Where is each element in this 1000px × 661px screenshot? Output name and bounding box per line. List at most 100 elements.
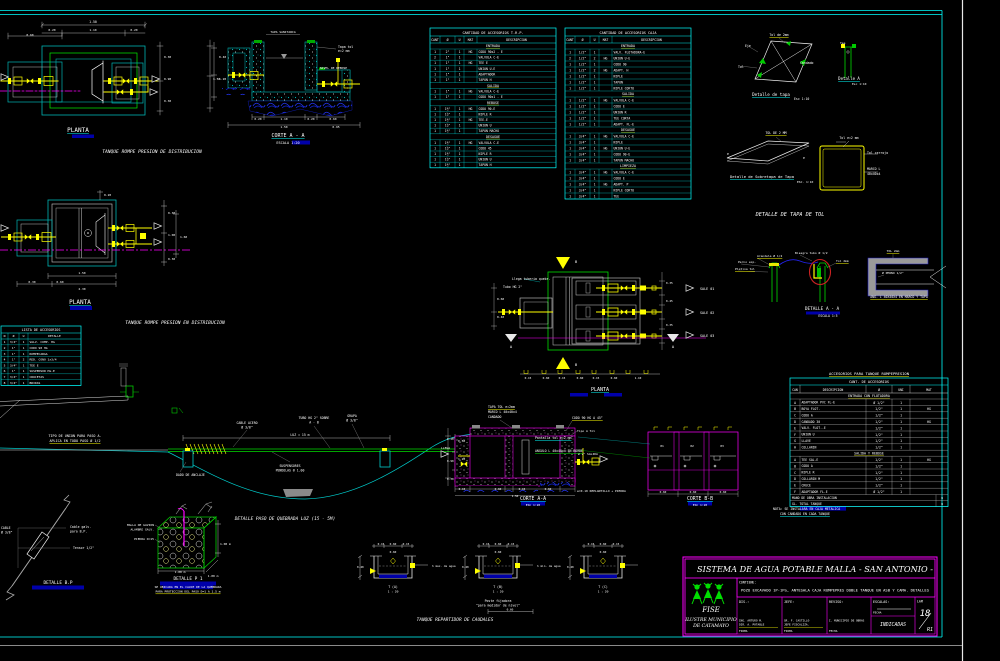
corte-tanque-rompe-presion — [211, 34, 361, 128]
table-cell: 1/2" — [579, 56, 587, 60]
pipe-fittings-left2 — [1, 232, 56, 242]
table-cell: G — [794, 439, 796, 443]
table-cell: LIMPIEZA — [620, 164, 636, 168]
table-cell: 3/4" — [579, 134, 587, 138]
drawing-label: ESC 1:20 — [526, 503, 541, 507]
table-cell: 1 — [569, 188, 571, 192]
drawing-label: TAPA SANITARIA — [270, 30, 295, 34]
table-cell: B — [794, 464, 796, 468]
org-line1: ILUSTRE MUNICIPIO — [684, 617, 737, 623]
drawing-label: 0.95 — [332, 125, 339, 129]
caption-paso-quebrada: DETALLE PASO DE QUEBRADA LUZ (15 - 5M) — [234, 516, 335, 522]
table-cell: 1 — [569, 68, 571, 72]
table-cell: 8 — [4, 381, 6, 385]
detalle-tensor — [5, 494, 71, 601]
right-table-title: ACCESORIOS PARA TANQUE ROMPEPRESION — [829, 371, 910, 376]
table-cell: 1/2" — [579, 50, 587, 54]
caption-sobretapa: Detalle de Sobretapa de Tapa — [730, 174, 794, 179]
caption-detalle-tapa: Detalle de tapa — [752, 92, 790, 97]
table-cell: 3/4" — [579, 194, 587, 198]
caption-tapa-tol: DETALLE DE TAPA DE TOL — [755, 212, 825, 218]
drawing-label: TIPO DE UNION PARA PASO A. — [48, 434, 101, 438]
table-cell: DESAGUE — [621, 128, 635, 132]
drawing-label: 0.20 — [447, 437, 454, 441]
escala-highlights — [32, 134, 846, 590]
field-value: I. MUNICIPIO DE OBRAS — [829, 619, 865, 623]
drawing-label: CANDADO — [488, 415, 502, 419]
drawing-label: 1 : 20 — [388, 590, 399, 594]
table-cell: 1 — [594, 146, 596, 150]
table-cell: 1½" — [445, 107, 451, 111]
drawing-label: 1.50 — [280, 125, 287, 129]
table-cell: RED. CONO 1x3/4 — [30, 358, 57, 362]
table-cell: 1 — [569, 98, 571, 102]
drawing-label: MALLA DE GAVION — [127, 523, 154, 527]
table-cell: 3/4" — [10, 340, 17, 344]
table-cell: TEE CORTA — [614, 116, 631, 120]
table-cell: 1" — [12, 369, 16, 373]
table-cell: 1 — [434, 95, 436, 99]
caption-detalle-aa: DETALLE A - A — [805, 306, 840, 312]
table-cell: N — [4, 334, 6, 338]
table-cell: 1 — [900, 490, 902, 494]
field-value: SR. F. CASTILLO — [784, 619, 810, 623]
drawing-label: 0.60 — [600, 550, 607, 554]
drawing-label: 1.10 — [635, 376, 642, 380]
drawing-label: 01 — [660, 444, 664, 448]
table-cell: 1 — [569, 80, 571, 84]
table-cell: 1 — [594, 188, 596, 192]
caption-corte-aa-caja: CORTE A-A — [520, 496, 546, 502]
table-cell: 1 — [900, 433, 902, 437]
drawing-label: 0.60 — [329, 117, 336, 121]
table-cell: 1/2" — [579, 104, 587, 108]
plan-repartidor-caudales — [491, 257, 706, 375]
table-cell: 1 — [434, 152, 436, 156]
caption-repartidor: TANQUE REPARTIDOR DE CAUDALES — [417, 617, 494, 623]
table-cell: ENTRADA — [621, 44, 635, 48]
table-cell: E — [794, 484, 796, 488]
drawing-label: 0.15 — [403, 542, 410, 546]
drawing-label: 0.40 — [567, 565, 574, 569]
caption-corte-trp: CORTE A - A — [271, 133, 304, 139]
table-cell: 3/4" — [579, 170, 587, 174]
table-cell: 1½" — [445, 141, 451, 145]
flow-arrow-icon — [153, 222, 162, 230]
drawing-label: T (A) — [388, 585, 398, 589]
table-cell: VALVULA C-E — [479, 141, 500, 145]
table-cell: HG — [604, 170, 608, 174]
table-cell: u — [941, 502, 943, 506]
table-cell: 1½" — [445, 146, 451, 150]
table-cell: 1 — [23, 375, 25, 379]
table-cell: A — [794, 458, 796, 462]
drawing-label: SE UBICARA EN EL CAUCE DE LA QUEBRADA — [155, 585, 222, 589]
drawing-label: B — [575, 363, 577, 367]
drawing-label: 2.30 — [78, 287, 85, 291]
table-cell: 2 — [434, 56, 436, 60]
drawing-label: 0.60 — [690, 490, 697, 494]
table-cell: DESCRIPCION — [506, 38, 527, 42]
field-label: JEFE: — [784, 600, 794, 604]
hinge-icon — [757, 72, 762, 78]
table-cell: 1 — [23, 381, 25, 385]
drawing-label: 1.00 — [168, 233, 175, 237]
table-cell: 1 — [594, 122, 596, 126]
flow-arrow-icon — [149, 88, 158, 96]
table-cell: 1/2" — [579, 110, 587, 114]
table-cell: MAT — [468, 38, 474, 42]
sheet-rev: R1 — [927, 627, 933, 633]
table-cell: 3/4" — [10, 375, 17, 379]
table-cell: 1/2" — [579, 86, 587, 90]
table-cell: 1 — [434, 72, 436, 76]
table-cell: LLAVE — [802, 439, 811, 443]
table-cell: 1" — [12, 358, 16, 362]
drawing-label: 1.00 m — [175, 570, 186, 574]
table-cell: 1/2" — [579, 68, 587, 72]
section-arrow-icon — [556, 357, 570, 369]
drawing-label: 1 : 20 — [598, 590, 609, 594]
caption-detalle-p1: DETALLE P 1 — [173, 576, 202, 582]
drawing-label: 0.60 — [495, 542, 502, 546]
table-cell: 1/2" — [875, 433, 883, 437]
table-cell: 1/2" — [875, 464, 883, 468]
table-cell: TEE — [614, 194, 620, 198]
table-cell: E — [794, 426, 796, 430]
